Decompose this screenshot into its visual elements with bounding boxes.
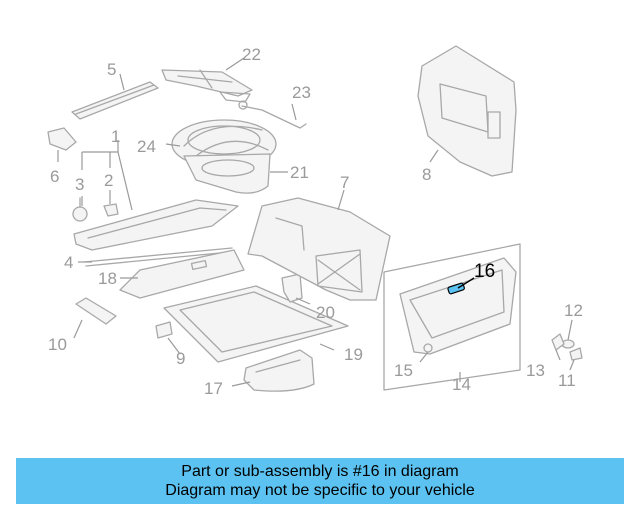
callout-9: 9 bbox=[176, 349, 185, 368]
callout-12: 12 bbox=[564, 301, 583, 320]
callout-3: 3 bbox=[75, 175, 84, 194]
banner-line-disclaimer: Diagram may not be specific to your vehi… bbox=[165, 482, 475, 499]
callout-20: 20 bbox=[316, 303, 335, 322]
part-6-clip bbox=[47, 127, 77, 151]
callout-21: 21 bbox=[290, 163, 309, 182]
banner-line-part: Part or sub-assembly is #16 in diagram bbox=[181, 463, 459, 480]
part-20-bracket bbox=[281, 273, 303, 303]
callout-6: 6 bbox=[50, 167, 59, 186]
part-23-jack-handle bbox=[238, 100, 307, 129]
part-22-jack bbox=[161, 69, 253, 103]
part-9-clip bbox=[155, 321, 173, 339]
part-11-clip bbox=[569, 347, 583, 361]
part-18-cargo-floor bbox=[119, 249, 245, 299]
part-13-clip bbox=[551, 333, 565, 351]
callout-17: 17 bbox=[204, 379, 223, 398]
callout-24: 24 bbox=[137, 137, 156, 156]
leader-lines bbox=[57, 57, 575, 387]
part-15-tailgate-trim bbox=[399, 257, 517, 355]
part-16-handle bbox=[447, 277, 475, 295]
callout-2: 2 bbox=[104, 171, 113, 190]
callout-22: 22 bbox=[242, 45, 261, 64]
callout-14: 14 bbox=[452, 375, 471, 394]
callout-8: 8 bbox=[422, 165, 431, 184]
part-4-trim-strip bbox=[83, 247, 233, 267]
callout-4: 4 bbox=[64, 253, 73, 272]
callout-19: 19 bbox=[344, 345, 363, 364]
callout-18: 18 bbox=[98, 269, 117, 288]
part-1-floor-panel bbox=[73, 199, 239, 251]
callout-10: 10 bbox=[48, 335, 67, 354]
part-5-cargo-cover bbox=[71, 81, 159, 120]
part-19-cargo-mat bbox=[163, 285, 349, 363]
info-banner: Part or sub-assembly is #16 in diagram D… bbox=[16, 458, 624, 504]
callout-5: 5 bbox=[107, 60, 116, 79]
callout-16: 16 bbox=[474, 261, 495, 282]
part-3-clip bbox=[72, 197, 88, 222]
part-8-quarter-panel bbox=[417, 45, 517, 177]
callout-7: 7 bbox=[340, 173, 349, 192]
part-17-storage-tray bbox=[243, 349, 315, 392]
callout-15: 15 bbox=[394, 361, 413, 380]
part-10-sill-plate bbox=[75, 297, 117, 325]
callout-13: 13 bbox=[526, 361, 545, 380]
callout-23: 23 bbox=[292, 83, 311, 102]
part-7-quarter-trim bbox=[247, 197, 391, 301]
callout-11: 11 bbox=[558, 371, 576, 390]
part-21-storage-bin bbox=[183, 153, 271, 194]
part-2-clip bbox=[103, 203, 119, 217]
part-14-tailgate-trim-outline bbox=[383, 243, 521, 391]
callout-1: 1 bbox=[111, 127, 120, 146]
